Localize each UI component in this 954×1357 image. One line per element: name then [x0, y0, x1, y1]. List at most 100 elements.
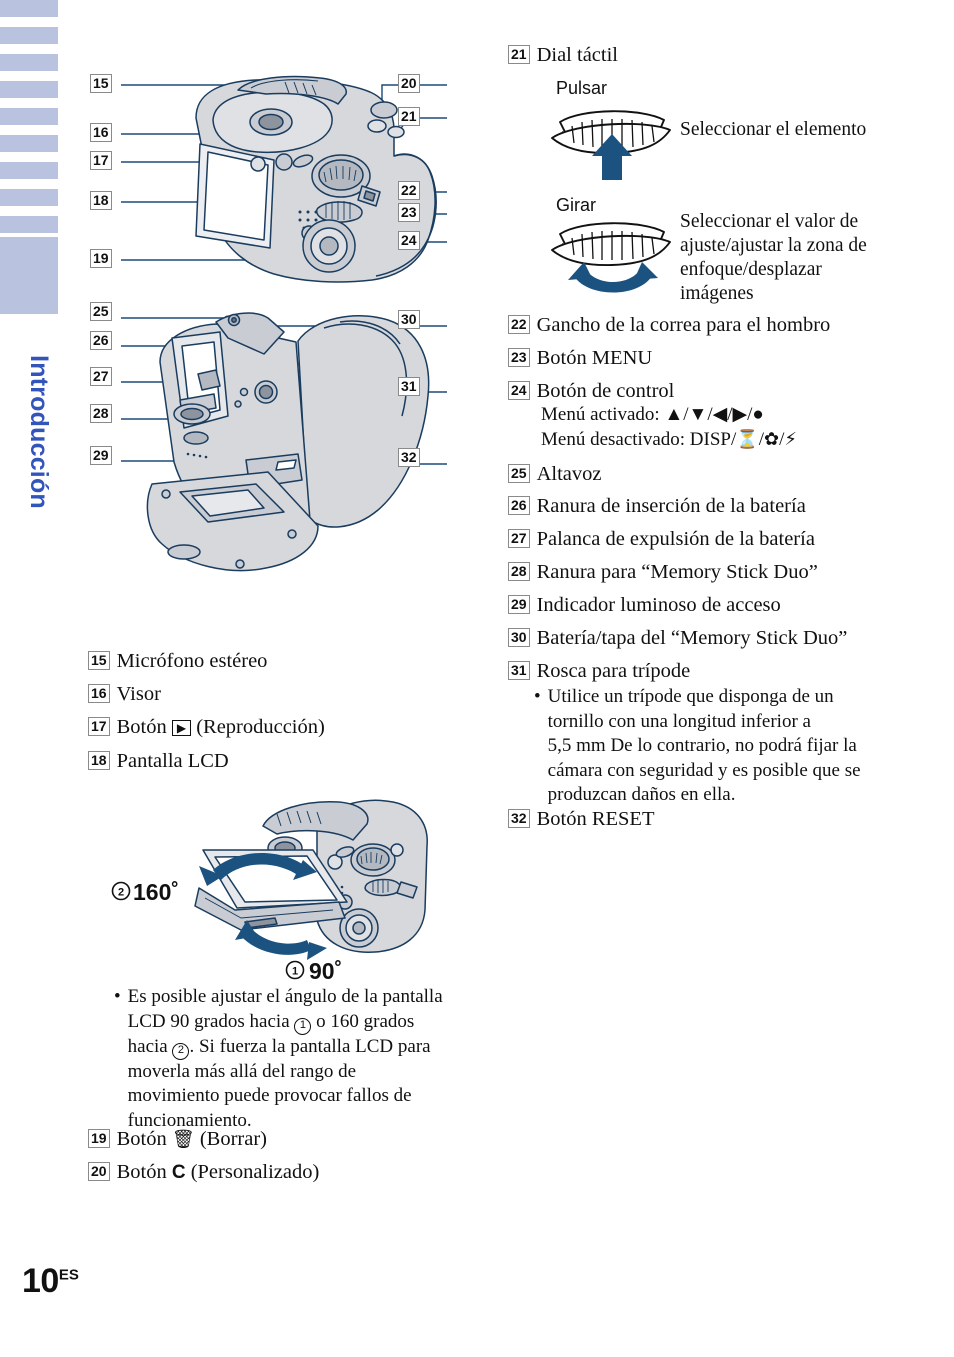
callout-17: 17	[90, 151, 112, 170]
trash-delete-icon: 🗑	[171, 1129, 195, 1150]
list-item-18: 18 Pantalla LCD	[88, 748, 229, 774]
callout-20: 20	[398, 74, 420, 93]
note-line-5: movimiento puede provocar fallos de	[127, 1085, 412, 1106]
control-button-menu-off: Menú desactivado: DISP/⏳/✿/⚡	[541, 429, 797, 450]
menu-on-line: Menú activado: ▲/▼/◀/▶/●	[541, 404, 764, 425]
callout-label-20: 20	[88, 1162, 110, 1181]
callout-22: 22	[398, 181, 420, 200]
list-item-label: Pantalla LCD	[116, 750, 229, 772]
callout-label-29: 29	[508, 595, 530, 614]
list-item-label: Ranura para “Memory Stick Duo”	[536, 561, 818, 583]
callout-19: 19	[90, 249, 112, 268]
list-item-label-after: (Personalizado)	[190, 1161, 320, 1183]
menu-off-prefix: Menú desactivado: DISP/	[541, 429, 737, 450]
bullet-dot: •	[534, 686, 541, 707]
list-item-label-before: Botón	[116, 716, 167, 738]
callout-label-21: 21	[508, 45, 530, 64]
playback-triangle-icon: ▶	[171, 720, 192, 736]
callout-27: 27	[90, 367, 112, 386]
callout-label-16: 16	[88, 684, 110, 703]
macro-flower-icon: ✿	[763, 429, 780, 450]
callout-label-22: 22	[508, 315, 530, 334]
svg-text:160˚: 160˚	[133, 879, 179, 905]
list-item-30: 30 Batería/tapa del “Memory Stick Duo”	[508, 625, 847, 651]
chapter-tab-label: Introducción	[25, 355, 53, 509]
sidebar-stripe	[0, 0, 58, 17]
sidebar-stripe	[0, 216, 58, 233]
note-line-2b: o 160 grados	[316, 1010, 415, 1032]
list-item-label: Visor	[116, 683, 161, 705]
callout-23: 23	[398, 203, 420, 222]
sidebar-stripe	[0, 81, 58, 98]
tripod-note-line-1: Utilice un trípode que disponga de un	[547, 686, 834, 707]
callout-15: 15	[90, 74, 112, 93]
dial-turn-line-4: imágenes	[680, 283, 754, 304]
dial-press-description: Seleccionar el elemento	[680, 119, 867, 140]
camera-battery-illustration	[88, 296, 480, 642]
chapter-tab-block	[0, 237, 58, 311]
callout-18: 18	[90, 191, 112, 210]
list-item-17: 17 Botón ▶ (Reproducción)	[88, 714, 325, 740]
lcd-angle-note: • Es posible ajustar el ángulo de la pan…	[114, 985, 474, 1133]
list-item-20: 20 Botón C (Personalizado)	[88, 1159, 319, 1186]
callout-label-26: 26	[508, 496, 530, 515]
sidebar-stripe	[0, 27, 58, 44]
timer-icon: ⏳	[736, 429, 759, 450]
callout-25: 25	[90, 302, 112, 321]
list-item-31: 31 Rosca para trípode	[508, 658, 690, 684]
list-item-label: Ranura de inserción de la batería	[536, 495, 806, 517]
list-item-label: Palanca de expulsión de la batería	[536, 528, 815, 550]
marker-1-icon: 1	[294, 1017, 312, 1035]
note-line-4: moverla más allá del rango de	[127, 1060, 357, 1082]
tripod-note-line-5: produzcan daños en ella.	[547, 784, 736, 805]
note-line-6: funcionamiento.	[127, 1109, 252, 1131]
list-item-label: Rosca para trípode	[536, 660, 691, 682]
list-item-23: 23 Botón MENU	[508, 345, 652, 371]
note-line-3b: . Si fuerza la pantalla LCD para	[189, 1035, 431, 1057]
list-item-label: Botón MENU	[536, 347, 653, 369]
dial-turn-illustration	[548, 216, 678, 301]
bullet-dot: •	[114, 986, 121, 1007]
list-item-28: 28 Ranura para “Memory Stick Duo”	[508, 559, 818, 585]
list-item-19: 19 Botón 🗑 (Borrar)	[88, 1126, 267, 1153]
dial-turn-description: Seleccionar el valor de ajuste/ajustar l…	[680, 210, 932, 306]
list-item-26: 26 Ranura de inserción de la batería	[508, 493, 806, 519]
callout-label-31: 31	[508, 661, 530, 680]
dial-turn-line-1: Seleccionar el valor de	[680, 211, 859, 232]
control-button-menu-on: Menú activado: ▲/▼/◀/▶/●	[541, 403, 764, 428]
camera-rear-illustration	[88, 60, 480, 290]
callout-28: 28	[90, 404, 112, 423]
svg-text:2: 2	[118, 887, 124, 899]
lcd-tilt-illustration: 2 160˚ 1 90˚	[95, 790, 480, 985]
callout-label-15: 15	[88, 651, 110, 670]
dial-turn-line-2: ajuste/ajustar la zona de	[680, 235, 867, 256]
callout-24: 24	[398, 231, 420, 250]
list-item-label-before: Botón	[116, 1161, 167, 1183]
dial-press-illustration	[548, 100, 678, 185]
tripod-note-line-3: 5,5 mm De lo contrario, no podrá fijar l…	[547, 735, 857, 756]
list-item-24: 24 Botón de control	[508, 378, 674, 404]
callout-label-17: 17	[88, 717, 110, 736]
svg-text:90˚: 90˚	[309, 958, 342, 984]
callout-label-30: 30	[508, 628, 530, 647]
list-item-label: Gancho de la correa para el hombro	[536, 314, 831, 336]
page-number-suffix: ES	[58, 1266, 79, 1284]
list-item-22: 22 Gancho de la correa para el hombro	[508, 312, 830, 338]
list-item-label-after: (Borrar)	[199, 1128, 267, 1150]
list-item-27: 27 Palanca de expulsión de la batería	[508, 526, 815, 552]
list-item-label: Batería/tapa del “Memory Stick Duo”	[536, 627, 848, 649]
list-item-15: 15 Micrófono estéreo	[88, 648, 267, 674]
list-item-label: Botón de control	[536, 380, 675, 402]
callout-label-23: 23	[508, 348, 530, 367]
list-item-label: Indicador luminoso de acceso	[536, 594, 781, 616]
marker-2-icon: 2	[172, 1042, 190, 1060]
tripod-note-line-4: cámara con seguridad y es posible que se	[547, 759, 861, 781]
callout-label-28: 28	[508, 562, 530, 581]
flash-icon: ⚡	[784, 429, 797, 450]
callout-label-32: 32	[508, 809, 530, 828]
callout-label-19: 19	[88, 1129, 110, 1148]
callout-16: 16	[90, 123, 112, 142]
dial-press-label: Pulsar	[556, 78, 608, 98]
list-item-29: 29 Indicador luminoso de acceso	[508, 592, 781, 618]
callout-29: 29	[90, 446, 112, 465]
